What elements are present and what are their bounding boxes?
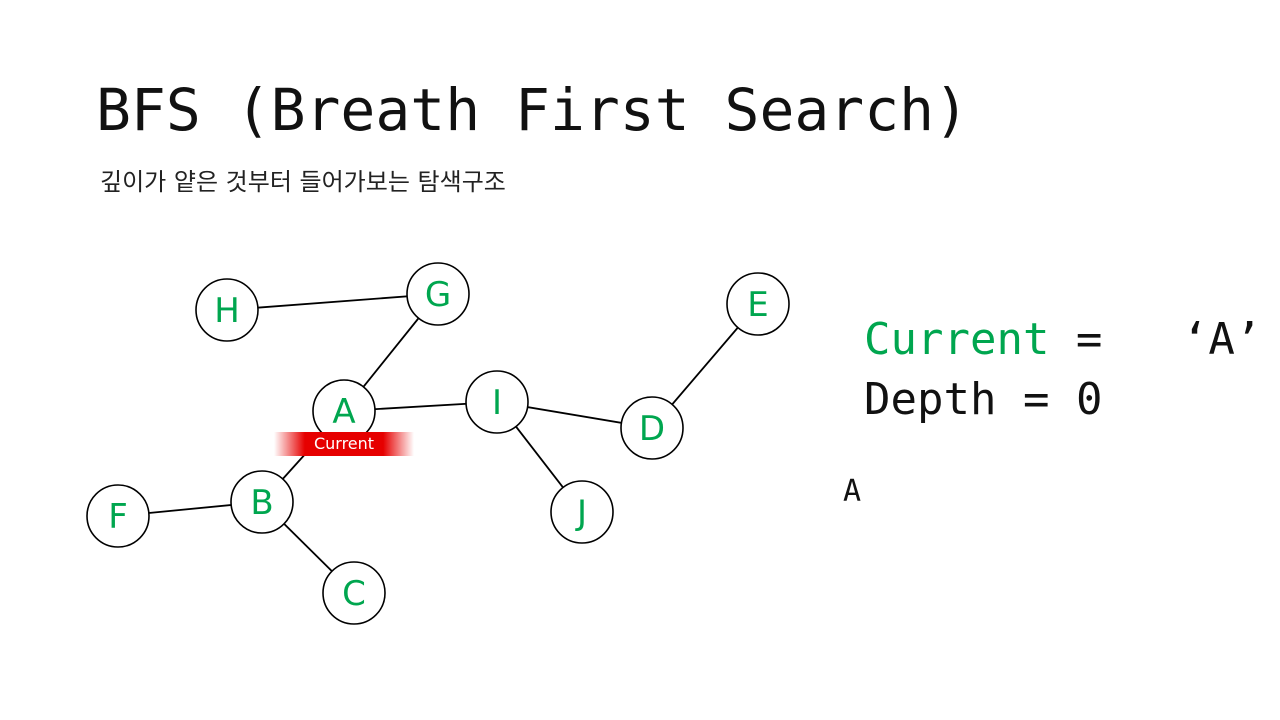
depth-value: 0 [1075,374,1103,425]
node-label: H [214,291,240,331]
node-circle [550,480,614,544]
depth-equals: = [996,374,1076,425]
node-h: H [195,278,259,342]
depth-key: Depth [864,374,997,425]
current-node-marker: Current [274,432,414,456]
node-label: C [342,574,366,614]
node-label: G [425,275,451,315]
node-circle [322,561,386,625]
node-d: D [620,396,684,460]
node-i: I [465,370,529,434]
node-label: D [639,409,665,449]
node-a: A [312,379,376,443]
current-equals: = [1049,314,1129,365]
edge-h-g [226,293,439,311]
node-circle [195,278,259,342]
graph-nodes: A B C D E F G H I J [86,262,790,625]
current-key: Current [864,314,1050,365]
node-circle [86,484,150,548]
node-c: C [322,561,386,625]
node-label: E [747,285,768,325]
current-value: ‘A’ [1181,314,1262,365]
node-label: J [575,493,587,533]
current-status: Current = ‘A’ [864,314,1261,365]
node-f: F [86,484,150,548]
slide-title: BFS (Breath First Search) [96,76,969,144]
node-circle [230,470,294,534]
node-circle [620,396,684,460]
node-label: B [250,483,273,523]
node-circle [406,262,470,326]
node-j: J [550,480,614,544]
node-e: E [726,272,790,336]
queue-contents: A [843,474,862,509]
slide-subtitle: 깊이가 얕은 것부터 들어가보는 탐색구조 [100,168,506,196]
node-circle [465,370,529,434]
node-label: F [108,497,128,537]
node-b: B [230,470,294,534]
node-circle [726,272,790,336]
node-label: I [492,383,502,423]
node-g: G [406,262,470,326]
depth-status: Depth = 0 [864,374,1102,425]
node-label: A [332,392,355,432]
